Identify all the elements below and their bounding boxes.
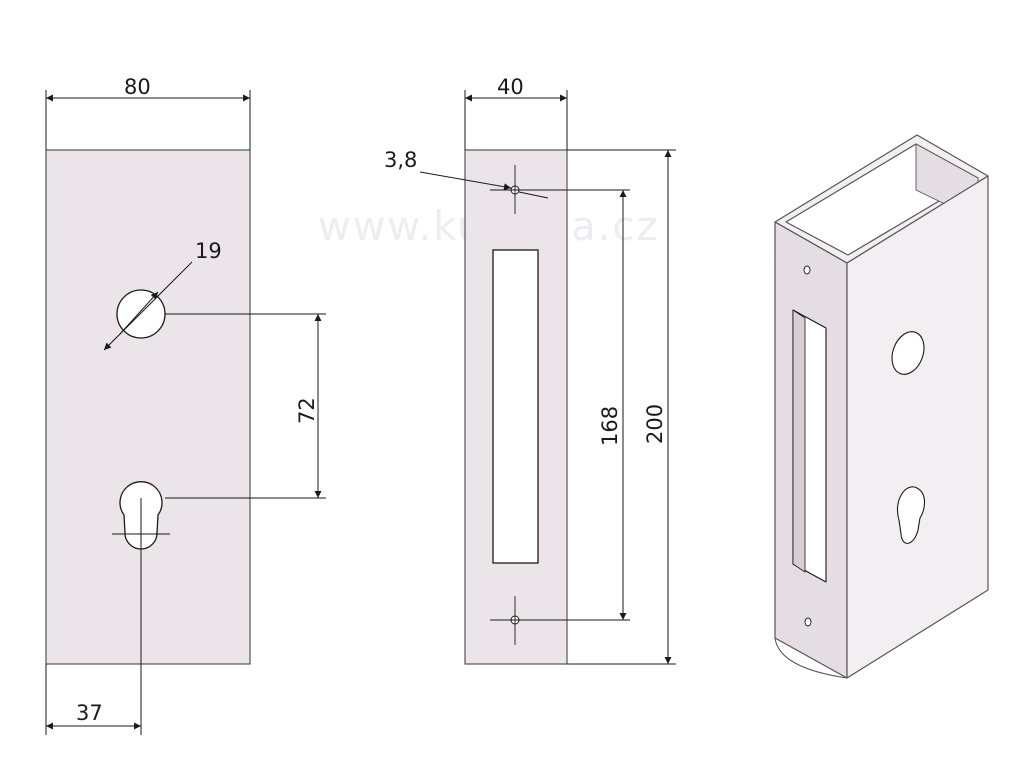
front-plate — [45, 149, 251, 665]
iso-latch-slot-depth — [792, 309, 806, 573]
screw-hole-leader — [419, 171, 512, 191]
hole-diameter-label: 19 — [195, 239, 222, 263]
front-width-label: 80 — [124, 75, 151, 99]
hole-diameter-leader — [103, 261, 193, 351]
isometric-view — [774, 134, 989, 679]
screw-spacing-label: 168 — [598, 406, 622, 446]
hole-spacing-label: 72 — [295, 397, 319, 424]
round-hole — [116, 289, 166, 339]
screw-hole-leader-tail — [518, 191, 549, 199]
latch-slot — [492, 249, 539, 564]
screw-hole-label: 3,8 — [384, 148, 417, 172]
iso-cylinder-hole — [897, 486, 926, 544]
iso-top-screw-hole — [803, 265, 811, 275]
height-label: 200 — [643, 404, 667, 444]
hole-diameter-leader-arrow — [119, 291, 159, 335]
box-bottom-edge — [774, 637, 848, 679]
box-side-face — [846, 175, 989, 679]
front-view: 80 19 72 37 — [45, 75, 326, 735]
iso-round-hole — [891, 331, 925, 375]
side-view: 40 3,8 168 200 — [384, 75, 676, 665]
cylinder-offset-label: 37 — [76, 701, 103, 725]
iso-bottom-screw-hole — [804, 617, 812, 627]
side-width-label: 40 — [497, 75, 524, 99]
